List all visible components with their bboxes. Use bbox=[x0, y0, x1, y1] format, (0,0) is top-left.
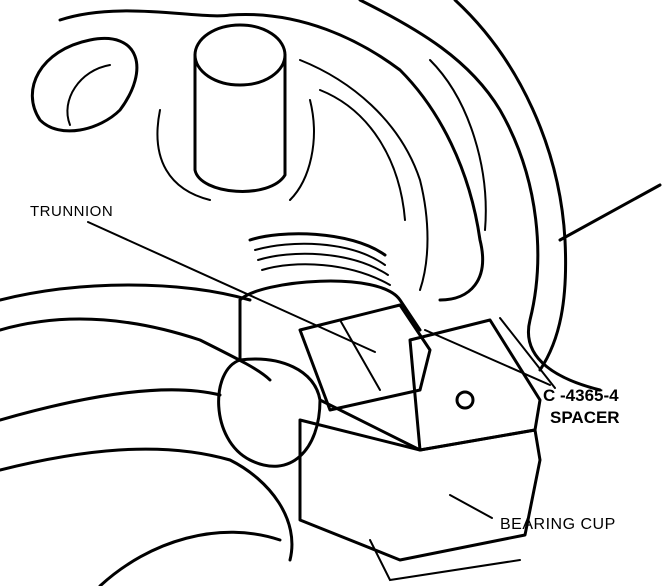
bearing-cup bbox=[298, 318, 542, 582]
trunnion-shaft bbox=[156, 23, 315, 201]
housing-right bbox=[358, 0, 602, 392]
label-bearing-cup: BEARING CUP bbox=[500, 516, 616, 533]
yoke-outline bbox=[58, 9, 485, 302]
leader-bearing-cup bbox=[449, 494, 493, 519]
label-trunnion: TRUNNION bbox=[30, 203, 114, 220]
leader-spacer bbox=[424, 329, 551, 386]
label-tool-number: C -4365-4 bbox=[543, 386, 619, 405]
threaded-collar bbox=[238, 232, 422, 332]
hand bbox=[0, 283, 322, 586]
label-spacer: SPACER bbox=[550, 408, 620, 427]
leader-tool bbox=[499, 317, 556, 389]
spacer-tool bbox=[298, 303, 432, 412]
leader-trunnion bbox=[87, 221, 376, 353]
yoke-ear-left bbox=[30, 37, 139, 133]
